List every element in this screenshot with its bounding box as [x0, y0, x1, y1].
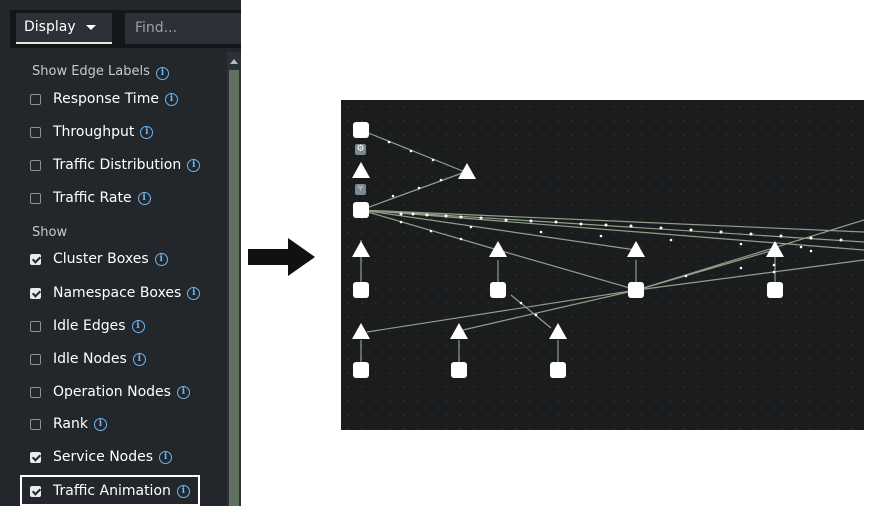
- edge-labels-heading: Show Edge Labels i: [32, 64, 169, 80]
- service-node[interactable]: [550, 362, 566, 378]
- option-label: Idle Edges: [53, 318, 126, 334]
- workload-node[interactable]: [352, 162, 370, 178]
- display-panel: Display Find... Show Edge Labels i Respon…: [0, 0, 241, 506]
- option-cluster-boxes[interactable]: Cluster Boxes i: [30, 248, 168, 270]
- service-node[interactable]: [353, 282, 369, 298]
- option-throughput[interactable]: Throughput i: [30, 121, 154, 143]
- info-icon[interactable]: i: [132, 352, 146, 366]
- service-node[interactable]: [490, 282, 506, 298]
- option-idle-nodes[interactable]: Idle Nodes i: [30, 348, 146, 370]
- display-label: Display: [24, 19, 76, 35]
- arrow-right-icon: [248, 238, 315, 276]
- info-icon[interactable]: i: [131, 319, 145, 333]
- option-label: Traffic Animation: [53, 483, 171, 499]
- option-traffic-rate[interactable]: Traffic Rate i: [30, 187, 151, 209]
- info-icon[interactable]: i: [137, 191, 151, 205]
- info-icon[interactable]: i: [164, 92, 178, 106]
- graph-edges: [360, 129, 864, 362]
- option-namespace-boxes[interactable]: Namespace Boxes i: [30, 282, 201, 304]
- service-node[interactable]: [451, 362, 467, 378]
- option-label: Traffic Rate: [53, 190, 132, 206]
- traffic-graph[interactable]: ⚙ ⑂: [341, 100, 864, 430]
- checkbox[interactable]: [30, 418, 41, 430]
- option-label: Operation Nodes: [53, 384, 171, 400]
- display-dropdown-button[interactable]: Display: [16, 13, 112, 44]
- info-icon[interactable]: i: [155, 67, 169, 80]
- caret-down-icon: [86, 25, 96, 30]
- scroll-up-icon[interactable]: [230, 59, 238, 64]
- edge-labels-title: Show Edge Labels: [32, 64, 150, 79]
- option-label: Cluster Boxes: [53, 251, 149, 267]
- option-label: Service Nodes: [53, 449, 154, 465]
- checkbox[interactable]: [30, 126, 41, 138]
- checkbox[interactable]: [30, 353, 41, 365]
- checkbox[interactable]: [30, 287, 41, 299]
- scrollbar-thumb[interactable]: [229, 70, 239, 506]
- service-node[interactable]: [628, 282, 644, 298]
- branch-icon: ⑂: [355, 184, 366, 195]
- checkbox[interactable]: [30, 192, 41, 204]
- option-label: Namespace Boxes: [53, 285, 182, 301]
- workload-node[interactable]: [450, 323, 468, 339]
- find-input[interactable]: Find...: [125, 13, 241, 44]
- info-icon[interactable]: i: [93, 417, 107, 431]
- option-idle-edges[interactable]: Idle Edges i: [30, 315, 145, 337]
- find-placeholder: Find...: [135, 20, 178, 36]
- workload-node[interactable]: [489, 241, 507, 257]
- service-node[interactable]: [353, 202, 369, 218]
- scrollbar[interactable]: [227, 52, 241, 506]
- service-node[interactable]: [353, 122, 369, 138]
- show-heading: Show: [32, 225, 67, 240]
- checkbox[interactable]: [30, 253, 41, 265]
- option-label: Response Time: [53, 91, 159, 107]
- workload-node[interactable]: [458, 163, 476, 179]
- option-traffic-distribution[interactable]: Traffic Distribution i: [30, 154, 201, 176]
- info-icon[interactable]: i: [187, 158, 201, 172]
- graph-toolbar: Display Find...: [10, 10, 241, 48]
- checkbox[interactable]: [30, 451, 41, 463]
- checkbox[interactable]: [30, 320, 41, 332]
- option-traffic-animation[interactable]: Traffic Animation i: [30, 480, 190, 502]
- info-icon[interactable]: i: [187, 286, 201, 300]
- option-label: Idle Nodes: [53, 351, 127, 367]
- option-label: Throughput: [53, 124, 135, 140]
- checkbox[interactable]: [30, 93, 41, 105]
- info-icon[interactable]: i: [159, 450, 173, 464]
- show-title: Show: [32, 225, 68, 240]
- info-icon[interactable]: i: [154, 252, 168, 266]
- info-icon[interactable]: i: [140, 125, 154, 139]
- checkbox[interactable]: [30, 386, 41, 398]
- checkbox[interactable]: [30, 485, 41, 497]
- option-label: Traffic Distribution: [53, 157, 182, 173]
- gear-icon: ⚙: [355, 144, 366, 155]
- info-icon[interactable]: i: [176, 484, 190, 498]
- option-operation-nodes[interactable]: Operation Nodes i: [30, 381, 190, 403]
- workload-node[interactable]: [766, 241, 784, 257]
- workload-node[interactable]: [549, 323, 567, 339]
- service-node[interactable]: [767, 282, 783, 298]
- workload-node[interactable]: [352, 241, 370, 257]
- traffic-animation-highlight: [20, 475, 200, 506]
- service-node[interactable]: [353, 362, 369, 378]
- info-icon[interactable]: i: [176, 385, 190, 399]
- option-response-time[interactable]: Response Time i: [30, 88, 178, 110]
- workload-node[interactable]: [352, 323, 370, 339]
- checkbox[interactable]: [30, 159, 41, 171]
- option-service-nodes[interactable]: Service Nodes i: [30, 446, 173, 468]
- workload-node[interactable]: [627, 241, 645, 257]
- option-label: Rank: [53, 416, 88, 432]
